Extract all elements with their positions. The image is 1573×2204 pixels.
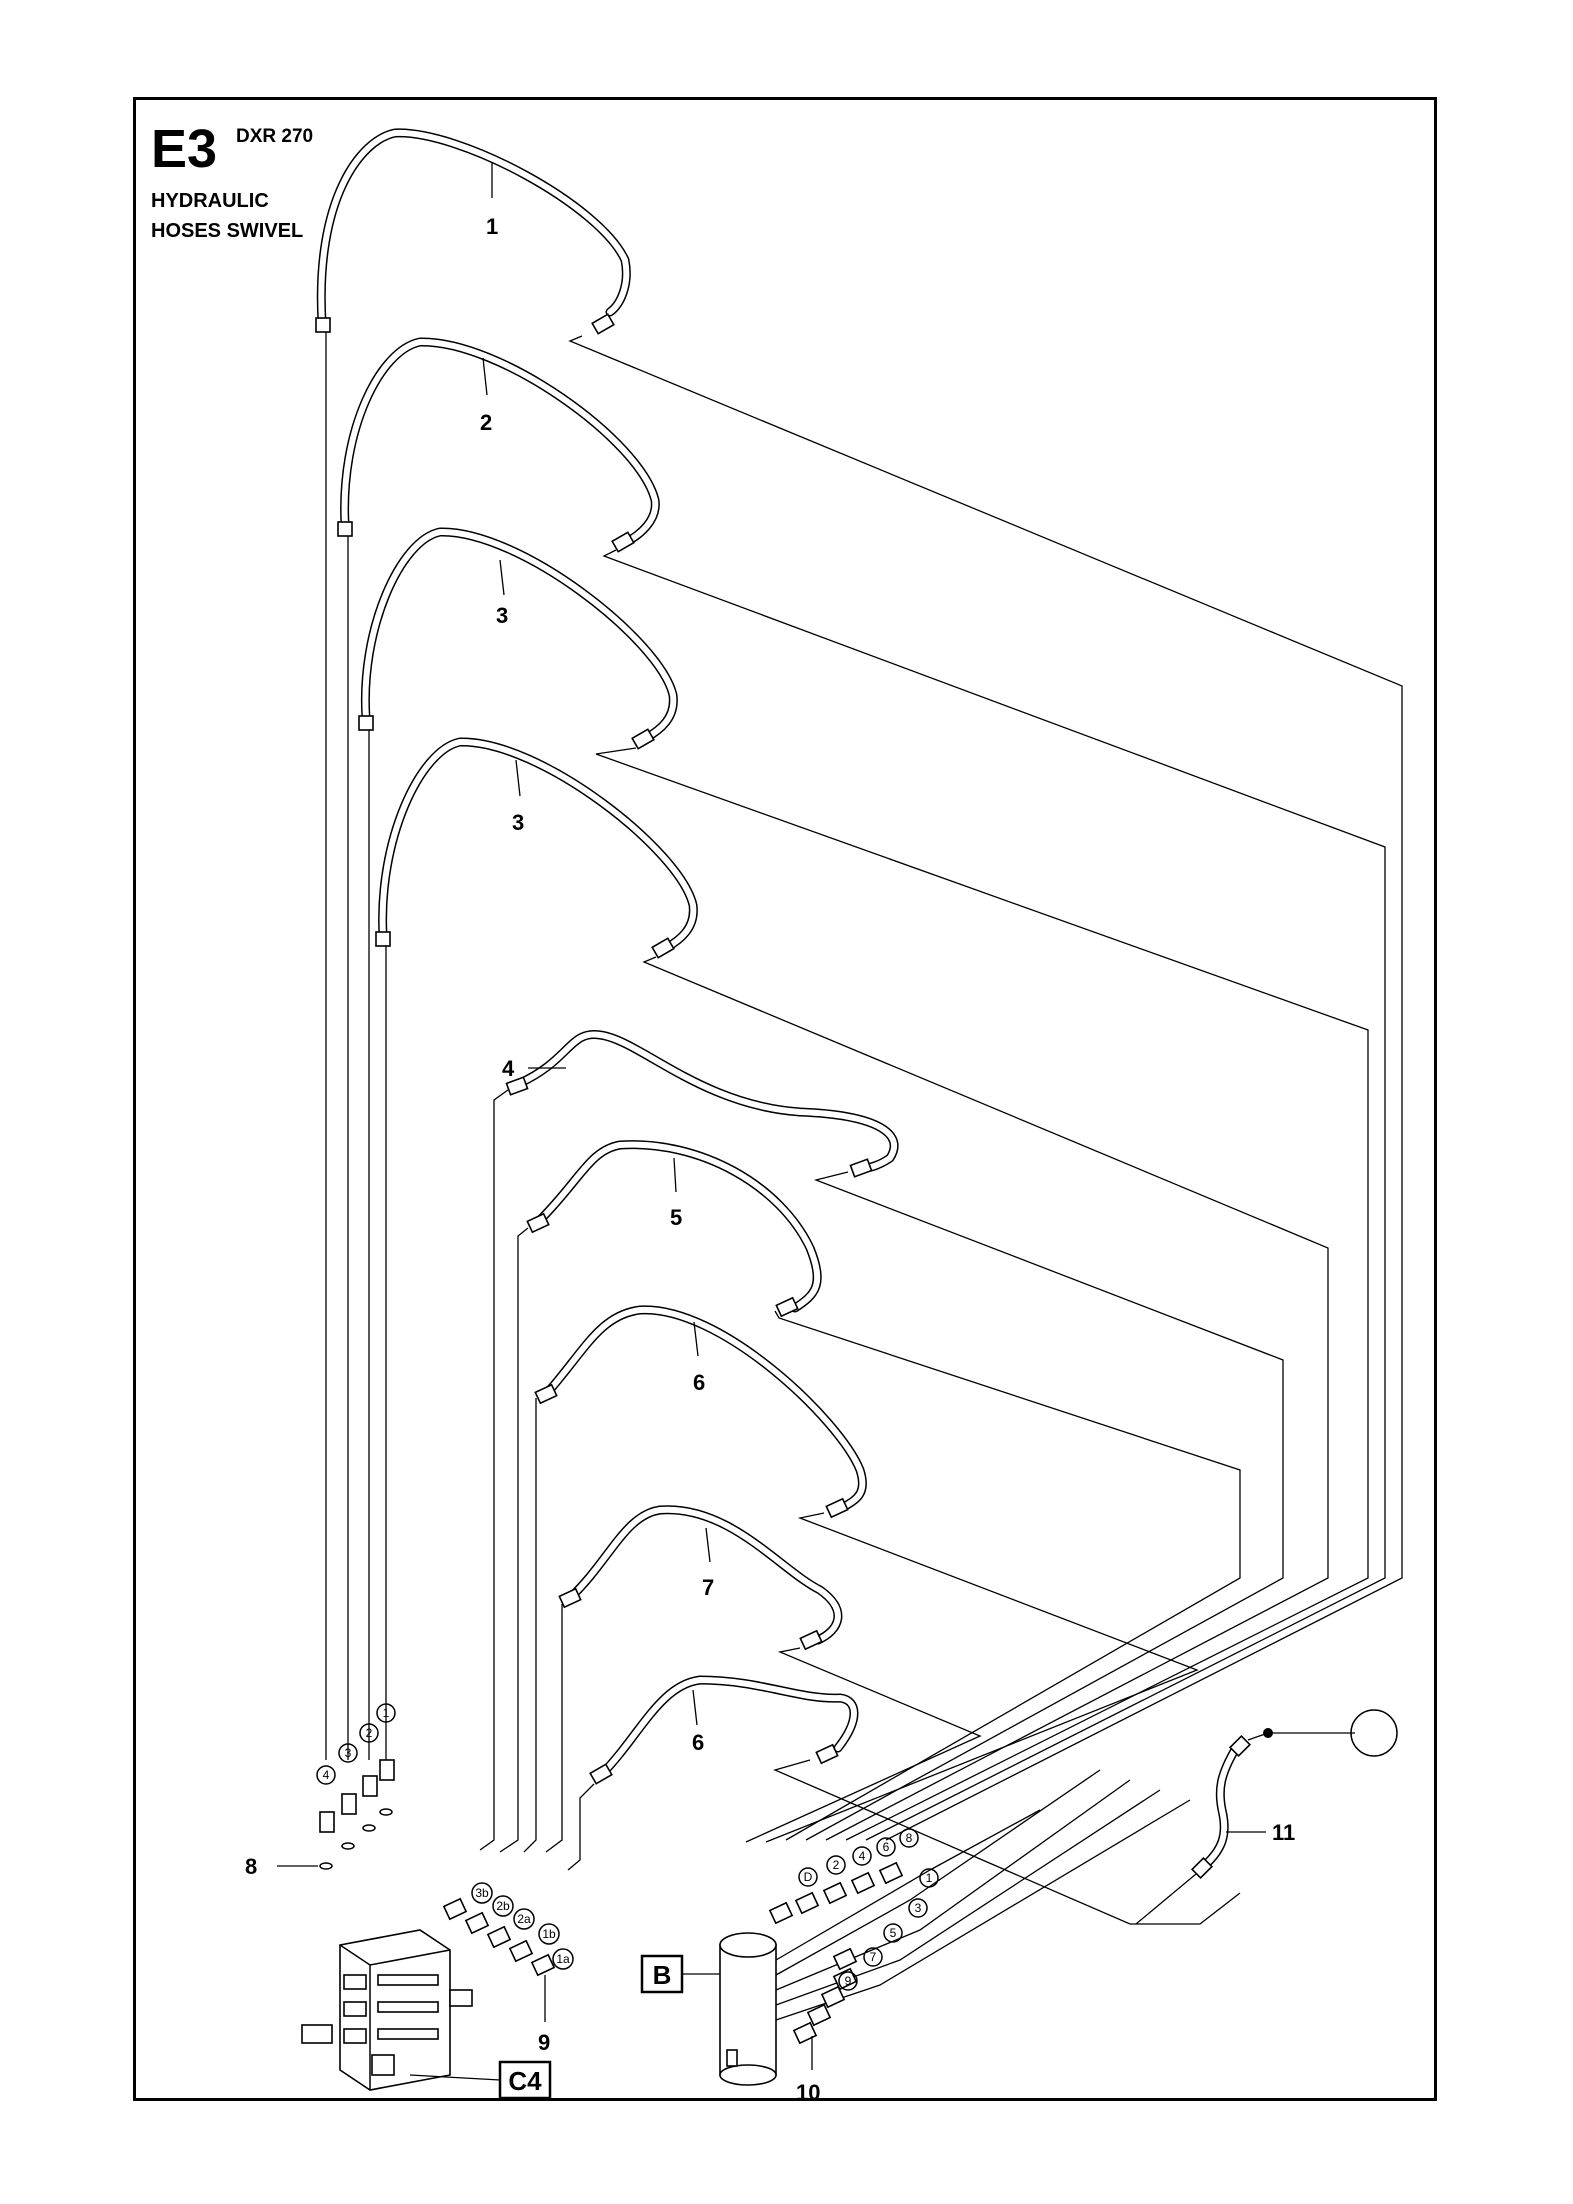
label-6-lower: 6 bbox=[692, 1730, 704, 1755]
hose-4 bbox=[479, 1029, 1284, 1851]
svg-text:2b: 2b bbox=[496, 1899, 510, 1913]
hose-5 bbox=[499, 1140, 1241, 1853]
svg-text:9: 9 bbox=[845, 1974, 852, 1988]
hose-2 bbox=[337, 337, 1386, 1841]
label-3-upper: 3 bbox=[496, 603, 508, 628]
swivel-top-ports: D 2 4 6 8 bbox=[768, 1828, 919, 1925]
svg-text:4: 4 bbox=[859, 1849, 866, 1863]
valve-side-ports: 3b 2b 2a 1b 1a bbox=[442, 1882, 574, 1977]
label-4: 4 bbox=[502, 1056, 515, 1081]
svg-text:1a: 1a bbox=[556, 1952, 570, 1966]
label-3-lower: 3 bbox=[512, 810, 524, 835]
svg-text:4: 4 bbox=[323, 1768, 330, 1782]
hose-6-upper bbox=[523, 1305, 1199, 1853]
leader-2 bbox=[482, 357, 488, 396]
leader-c4 bbox=[409, 2074, 501, 2081]
label-6-upper: 6 bbox=[693, 1370, 705, 1395]
leader-7 bbox=[705, 1527, 711, 1563]
svg-text:3: 3 bbox=[345, 1746, 352, 1760]
title-line-1: HYDRAULIC bbox=[151, 190, 269, 212]
svg-text:1b: 1b bbox=[542, 1927, 556, 1941]
page-code: E3 bbox=[151, 119, 217, 179]
label-9: 9 bbox=[538, 2030, 550, 2055]
reference-circle bbox=[1350, 1709, 1398, 1757]
label-2: 2 bbox=[480, 410, 492, 435]
svg-text:D: D bbox=[804, 1870, 813, 1884]
model-name: DXR 270 bbox=[236, 126, 313, 147]
leader-6-upper bbox=[693, 1321, 699, 1357]
svg-text:2: 2 bbox=[366, 1726, 373, 1740]
leader-3-lower bbox=[515, 759, 521, 797]
ref-c4: C4 bbox=[508, 2066, 542, 2096]
hose-6-lower bbox=[567, 1675, 1241, 1925]
label-10: 10 bbox=[796, 2080, 820, 2105]
ref-box-c4 bbox=[498, 2060, 552, 2100]
hose-3-lower bbox=[375, 737, 1329, 1841]
leader-6-lower bbox=[692, 1689, 698, 1726]
svg-text:7: 7 bbox=[870, 1950, 877, 1964]
svg-text:1: 1 bbox=[383, 1706, 390, 1720]
hose-3-upper bbox=[358, 527, 1369, 1841]
hose-1 bbox=[315, 128, 1403, 1841]
label-11: 11 bbox=[1272, 1820, 1295, 1845]
title-line-2: HOSES SWIVEL bbox=[151, 220, 303, 242]
label-5: 5 bbox=[670, 1205, 682, 1230]
valve-top-ports: 4 3 2 1 bbox=[316, 1703, 396, 1870]
swivel-body bbox=[719, 1932, 777, 2086]
svg-text:1: 1 bbox=[926, 1871, 933, 1885]
svg-text:8: 8 bbox=[906, 1831, 913, 1845]
label-7: 7 bbox=[702, 1575, 714, 1600]
svg-text:6: 6 bbox=[883, 1840, 890, 1854]
svg-text:3: 3 bbox=[915, 1901, 922, 1915]
valve-block bbox=[301, 1929, 473, 2091]
svg-text:3b: 3b bbox=[475, 1886, 489, 1900]
hose-11 bbox=[1135, 1709, 1398, 1925]
swivel-side-ports: 1 3 5 7 9 bbox=[775, 1769, 1191, 2045]
label-8: 8 bbox=[245, 1854, 257, 1879]
drawing-frame bbox=[133, 97, 1437, 2101]
leader-3-upper bbox=[499, 559, 505, 596]
svg-text:2: 2 bbox=[833, 1858, 840, 1872]
ref-box-b bbox=[640, 1954, 684, 1994]
leader-5 bbox=[673, 1157, 677, 1193]
svg-text:5: 5 bbox=[890, 1926, 897, 1940]
svg-text:2a: 2a bbox=[517, 1912, 531, 1926]
hose-7 bbox=[545, 1505, 982, 1853]
ref-b: B bbox=[653, 1960, 672, 1990]
label-1: 1 bbox=[486, 214, 498, 239]
